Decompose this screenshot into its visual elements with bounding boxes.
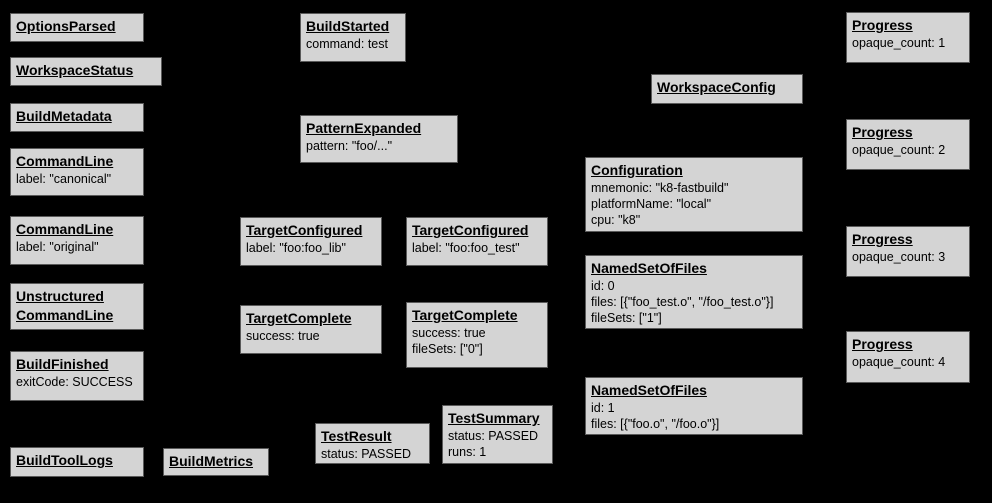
event-field: status: PASSED — [321, 447, 412, 461]
event-field: id: 0 — [591, 279, 615, 293]
event-box-configuration: Configuration mnemonic: "k8-fastbuild" p… — [585, 157, 803, 232]
event-field: files: [{"foo_test.o", "/foo_test.o"}] — [591, 295, 774, 309]
event-field: cpu: "k8" — [591, 213, 641, 227]
event-field: success: true — [412, 326, 486, 340]
event-field: pattern: "foo/..." — [306, 139, 393, 153]
event-box-progress-3: Progress opaque_count: 3 — [846, 226, 970, 277]
event-title: BuildStarted — [306, 18, 390, 34]
event-box-target-complete-foo-lib: TargetComplete success: true — [240, 305, 382, 354]
event-field: fileSets: ["1"] — [591, 311, 662, 325]
event-title: Progress — [852, 17, 913, 33]
event-box-test-summary: TestSummary status: PASSED runs: 1 — [442, 405, 553, 464]
event-title: WorkspaceConfig — [657, 79, 776, 95]
event-field: status: PASSED — [448, 429, 539, 443]
event-box-progress-1: Progress opaque_count: 1 — [846, 12, 970, 63]
event-field: label: "canonical" — [16, 172, 112, 186]
event-box-options-parsed: OptionsParsed — [10, 13, 144, 42]
event-title: BuildMetadata — [16, 108, 112, 124]
event-field: label: "foo:foo_test" — [412, 241, 520, 255]
event-title: Progress — [852, 336, 913, 352]
event-field: success: true — [246, 329, 320, 343]
event-title: TargetConfigured — [246, 222, 363, 238]
event-title: CommandLine — [16, 153, 114, 169]
event-field: fileSets: ["0"] — [412, 342, 483, 356]
event-field: opaque_count: 1 — [852, 36, 946, 50]
event-box-command-line-original: CommandLine label: "original" — [10, 216, 144, 265]
event-title: CommandLine — [16, 307, 114, 323]
event-box-target-configured-foo-lib: TargetConfigured label: "foo:foo_lib" — [240, 217, 382, 266]
event-field: label: "original" — [16, 240, 99, 254]
event-field: opaque_count: 3 — [852, 250, 946, 264]
event-box-progress-4: Progress opaque_count: 4 — [846, 331, 970, 383]
event-title: Progress — [852, 124, 913, 140]
event-box-target-complete-foo-test: TargetComplete success: true fileSets: [… — [406, 302, 548, 368]
event-field: id: 1 — [591, 401, 615, 415]
event-title: TestSummary — [448, 410, 540, 426]
event-field: exitCode: SUCCESS — [16, 375, 133, 389]
event-title: NamedSetOfFiles — [591, 382, 707, 398]
event-field: opaque_count: 2 — [852, 143, 946, 157]
event-box-pattern-expanded: PatternExpanded pattern: "foo/..." — [300, 115, 458, 163]
event-title: TargetConfigured — [412, 222, 529, 238]
event-box-build-finished: BuildFinished exitCode: SUCCESS — [10, 351, 144, 401]
event-box-build-metrics: BuildMetrics — [163, 448, 269, 476]
event-title: TestResult — [321, 428, 392, 444]
event-box-test-result: TestResult status: PASSED — [315, 423, 430, 464]
event-title: BuildMetrics — [169, 453, 254, 469]
event-title: BuildFinished — [16, 356, 109, 372]
event-box-workspace-config: WorkspaceConfig — [651, 74, 803, 104]
event-field: command: test — [306, 37, 388, 51]
event-field: label: "foo:foo_lib" — [246, 241, 346, 255]
event-box-build-tool-logs: BuildToolLogs — [10, 447, 144, 477]
event-title: Configuration — [591, 162, 683, 178]
event-field: files: [{"foo.o", "/foo.o"}] — [591, 417, 720, 431]
event-box-workspace-status: WorkspaceStatus — [10, 57, 162, 86]
event-box-progress-2: Progress opaque_count: 2 — [846, 119, 970, 170]
event-field: runs: 1 — [448, 445, 487, 459]
event-title: TargetComplete — [412, 307, 518, 323]
event-field: mnemonic: "k8-fastbuild" — [591, 181, 729, 195]
event-title: BuildToolLogs — [16, 452, 113, 468]
event-box-command-line-canonical: CommandLine label: "canonical" — [10, 148, 144, 196]
event-title: NamedSetOfFiles — [591, 260, 707, 276]
event-field: opaque_count: 4 — [852, 355, 946, 369]
event-box-unstructured-command-line: Unstructured CommandLine — [10, 283, 144, 330]
event-title: Progress — [852, 231, 913, 247]
event-title: OptionsParsed — [16, 18, 116, 34]
event-box-named-set-of-files-0: NamedSetOfFiles id: 0 files: [{"foo_test… — [585, 255, 803, 329]
event-box-target-configured-foo-test: TargetConfigured label: "foo:foo_test" — [406, 217, 548, 266]
event-title: Unstructured — [16, 288, 104, 304]
event-box-build-started: BuildStarted command: test — [300, 13, 406, 62]
event-field: platformName: "local" — [591, 197, 712, 211]
event-title: CommandLine — [16, 221, 114, 237]
event-box-named-set-of-files-1: NamedSetOfFiles id: 1 files: [{"foo.o", … — [585, 377, 803, 435]
event-title: PatternExpanded — [306, 120, 422, 136]
event-title: TargetComplete — [246, 310, 352, 326]
event-box-build-metadata: BuildMetadata — [10, 103, 144, 132]
event-title: WorkspaceStatus — [16, 62, 134, 78]
